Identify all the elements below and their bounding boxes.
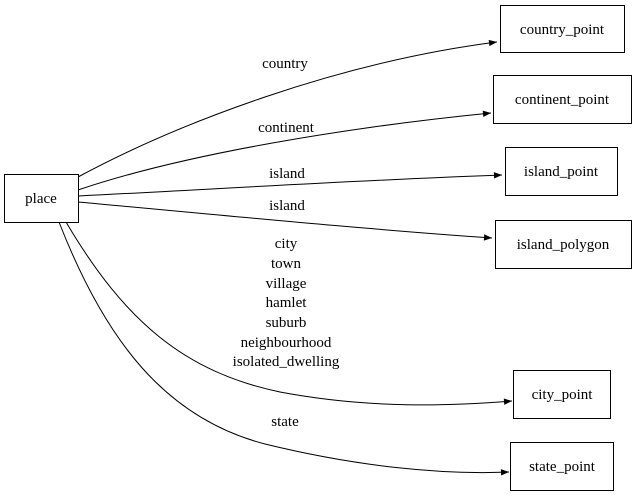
node-island-point-label: island_point bbox=[524, 164, 599, 180]
edge-label-town-line: town bbox=[271, 256, 302, 272]
node-island-polygon: island_polygon bbox=[495, 220, 632, 269]
edge-label-village-line: village bbox=[266, 276, 307, 292]
edge-place-island-point bbox=[77, 172, 503, 197]
node-state-point-label: state_point bbox=[529, 459, 596, 475]
edge-place-city-point bbox=[65, 221, 513, 406]
edge-label-city-line: city bbox=[275, 236, 298, 252]
node-country-point: country_point bbox=[500, 5, 625, 53]
node-country-point-box bbox=[500, 5, 625, 53]
edge-label-island-polygon: island bbox=[269, 198, 305, 214]
node-island-point: island_point bbox=[505, 147, 618, 196]
edge-label-city-multiline: city town village hamlet suburb neighbou… bbox=[233, 236, 340, 370]
edge-place-state-point bbox=[58, 221, 510, 476]
edge-label-continent: continent bbox=[258, 120, 315, 136]
node-island-point-box bbox=[505, 147, 618, 196]
node-island-polygon-box bbox=[495, 220, 632, 269]
node-continent-point-label: continent_point bbox=[515, 92, 610, 108]
edge-label-country: country bbox=[262, 56, 308, 72]
edge-label-isolated-dwelling-line: isolated_dwelling bbox=[233, 354, 340, 370]
node-country-point-label: country_point bbox=[520, 22, 605, 38]
node-island-polygon-label: island_polygon bbox=[517, 237, 610, 253]
edge-label-neighbourhood-line: neighbourhood bbox=[241, 335, 332, 351]
node-place-label: place bbox=[25, 191, 57, 207]
node-place: place bbox=[4, 174, 79, 223]
edge-label-island-point: island bbox=[269, 166, 305, 182]
node-place-box bbox=[4, 174, 79, 223]
edge-place-country-point bbox=[77, 39, 498, 178]
edge-place-continent-point bbox=[77, 110, 492, 191]
node-continent-point-box bbox=[493, 75, 632, 124]
edge-label-state: state bbox=[271, 414, 299, 430]
node-city-point-box bbox=[513, 370, 611, 419]
edge-label-hamlet-line: hamlet bbox=[266, 295, 308, 311]
node-city-point-label: city_point bbox=[532, 387, 594, 403]
edge-place-island-polygon bbox=[77, 201, 493, 241]
node-state-point: state_point bbox=[510, 442, 614, 491]
edge-label-suburb-line: suburb bbox=[266, 315, 307, 331]
node-city-point: city_point bbox=[513, 370, 611, 419]
node-continent-point: continent_point bbox=[493, 75, 632, 124]
node-state-point-box bbox=[510, 442, 614, 491]
